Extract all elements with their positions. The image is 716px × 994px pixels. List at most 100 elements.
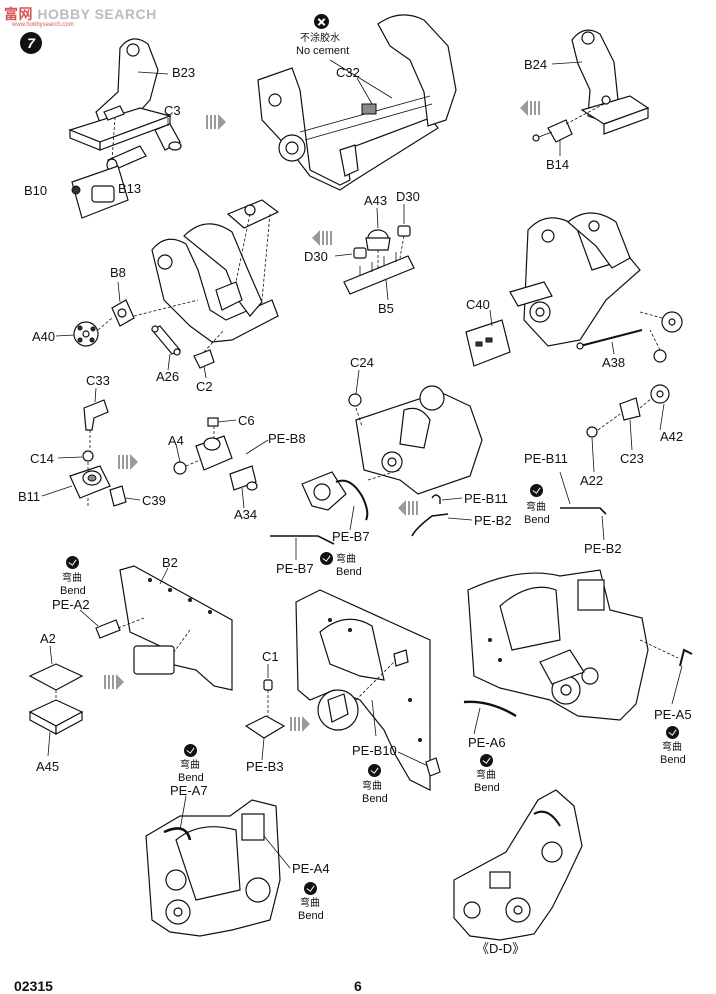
bend-icon-pe-b10 xyxy=(368,764,381,777)
label-a38: A38 xyxy=(602,355,626,370)
bend-cn-label-pe-a2: 弯曲 xyxy=(62,573,82,584)
part-a22-drawing xyxy=(586,426,598,438)
part-c1-drawing xyxy=(263,679,273,691)
label-a42: A42 xyxy=(660,429,684,444)
part-a43-drawing xyxy=(365,229,391,251)
label-c14: C14 xyxy=(30,451,54,466)
label-b13: B13 xyxy=(118,181,142,196)
label-pe-b2-right: PE-B2 xyxy=(584,541,622,556)
label-a40: A40 xyxy=(32,329,56,344)
label-b24: B24 xyxy=(524,57,548,72)
part-pe-b2-drawing xyxy=(411,513,449,537)
bend-en-label-pe-a7: Bend xyxy=(178,772,204,784)
label-c24: C24 xyxy=(350,355,374,370)
bend-en-label-pe-b7: Bend xyxy=(336,566,362,578)
bend-icon-pe-b11 xyxy=(530,484,543,497)
bend-en-label-pe-a6: Bend xyxy=(474,782,500,794)
part-c23-drawing xyxy=(619,397,641,421)
label-pe-b11-right: PE-B11 xyxy=(524,451,568,466)
label-d30-left: D30 xyxy=(304,249,328,264)
part-pe-b10-bend-drawing xyxy=(425,757,441,777)
no-cement-cn-label: 不涂胶水 xyxy=(300,33,340,44)
label-b8: B8 xyxy=(110,265,126,280)
part-pe-b2-bend-drawing xyxy=(560,507,607,515)
assembly-c40-drawing xyxy=(509,212,641,347)
bend-icon-pe-a5 xyxy=(666,726,679,739)
bend-en-label-pe-a2: Bend xyxy=(60,585,86,597)
label-pe-a6: PE-A6 xyxy=(468,735,506,750)
frame-c32-assembly-drawing xyxy=(257,14,457,191)
bend-cn-label-pe-a7: 弯曲 xyxy=(180,760,200,771)
label-a34: A34 xyxy=(234,507,258,522)
label-a45: A45 xyxy=(36,759,60,774)
label-a26: A26 xyxy=(156,369,180,384)
hull-assembly-pe-a6-drawing xyxy=(467,569,649,721)
part-c40-plate-drawing xyxy=(465,319,511,367)
assembly-a4-drawing xyxy=(173,417,258,491)
label-c39: C39 xyxy=(142,493,166,508)
label-c1: C1 xyxy=(262,649,279,664)
label-c3: C3 xyxy=(164,103,181,118)
part-pe-b7-exhaust-drawing xyxy=(301,471,369,521)
bend-icon-pe-a4 xyxy=(304,882,317,895)
step-number-badge: 7 xyxy=(20,32,42,54)
label-pe-a7: PE-A7 xyxy=(170,783,208,798)
bend-icon-pe-a6 xyxy=(480,754,493,767)
bend-en-label-pe-b11: Bend xyxy=(524,514,550,526)
label-b5: B5 xyxy=(378,301,394,316)
bend-cn-label-pe-a5: 弯曲 xyxy=(662,742,682,753)
label-c6: C6 xyxy=(238,413,255,428)
part-c33-drawing xyxy=(83,399,109,431)
bend-en-label-pe-a4: Bend xyxy=(298,910,324,922)
bend-cn-label-pe-b11: 弯曲 xyxy=(526,502,546,513)
bend-cn-label-pe-b7: 弯曲 xyxy=(336,554,356,565)
footer-kit-code: 02315 xyxy=(14,978,53,994)
part-c2-drawing xyxy=(193,349,215,369)
label-pe-a4: PE-A4 xyxy=(292,861,330,876)
part-pe-b11-drawing xyxy=(431,494,441,504)
watermark-brand-mid: 网 xyxy=(18,6,33,22)
label-a22: A22 xyxy=(580,473,604,488)
watermark: 富网 HOBBY SEARCH xyxy=(4,4,157,24)
label-pe-b11: PE-B11 xyxy=(464,491,508,506)
part-b24-arm-drawing xyxy=(571,29,650,135)
label-pe-a5: PE-A5 xyxy=(654,707,692,722)
part-a45-tray-drawing xyxy=(28,699,84,736)
label-pe-b3: PE-B3 xyxy=(246,759,284,774)
label-d30-top: D30 xyxy=(396,189,420,204)
label-c2: C2 xyxy=(196,379,213,394)
label-c32: C32 xyxy=(336,65,360,80)
part-a26-drawing xyxy=(151,325,181,356)
label-a2: A2 xyxy=(40,631,56,646)
part-a2-plate-drawing xyxy=(28,663,84,691)
footer-page-number: 6 xyxy=(354,978,362,994)
watermark-brand-left: 富 xyxy=(4,6,19,22)
watermark-brand-right: HOBBY SEARCH xyxy=(37,6,157,22)
bend-icon-pe-a7 xyxy=(184,744,197,757)
label-b14: B14 xyxy=(546,157,570,172)
section-view-label: 《D-D》 xyxy=(476,941,526,956)
label-pe-a2: PE-A2 xyxy=(52,597,90,612)
part-c14-drawing xyxy=(82,450,94,462)
bend-cn-label-pe-a6: 弯曲 xyxy=(476,770,496,781)
label-c40: C40 xyxy=(466,297,490,312)
part-a40-wheel-drawing xyxy=(73,321,99,347)
part-b14-drawing xyxy=(532,119,573,143)
label-pe-b8: PE-B8 xyxy=(268,431,306,446)
label-pe-b7-strip: PE-B7 xyxy=(276,561,314,576)
part-a38-rod-drawing xyxy=(576,329,643,350)
part-c39-drawing xyxy=(109,485,127,507)
label-a43: A43 xyxy=(364,193,388,208)
bend-icon-pe-a2 xyxy=(66,556,79,569)
bend-en-label-pe-a5: Bend xyxy=(660,754,686,766)
bend-cn-label-pe-a4: 弯曲 xyxy=(300,898,320,909)
hull-assembly-pe-a7-drawing xyxy=(145,799,281,937)
part-b10-drawing xyxy=(71,165,129,219)
part-b5-drawing xyxy=(343,252,415,295)
part-b11-drawing xyxy=(69,465,111,499)
part-b23-arm-drawing xyxy=(68,38,172,151)
label-b10: B10 xyxy=(24,183,48,198)
part-d30-drawing xyxy=(353,225,411,259)
